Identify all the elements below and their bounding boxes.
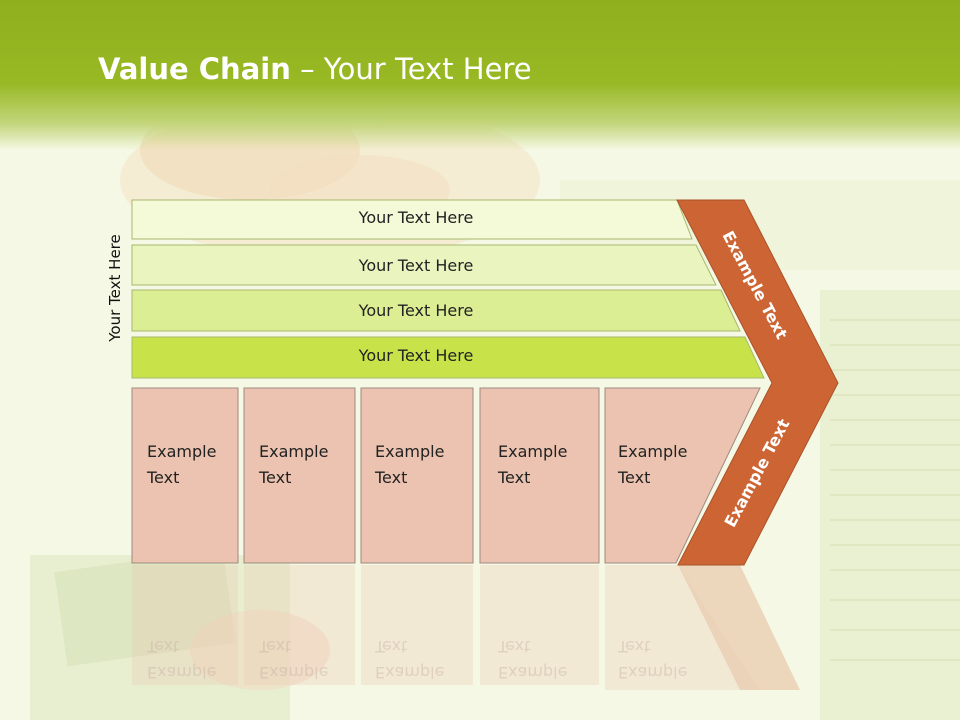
row-3-label: Your Text Here — [358, 301, 474, 320]
row-1-band — [131, 199, 693, 240]
slide-title: Value Chain – Your Text Here — [98, 52, 532, 86]
row-2-label: Your Text Here — [358, 256, 474, 275]
box-4-refl-line1: Example — [498, 663, 568, 682]
box-3-refl-line2: Text — [375, 637, 408, 656]
box-2-refl-line2: Text — [259, 637, 292, 656]
box-4-reflection: Example Text — [498, 633, 598, 685]
activity-box-1 — [131, 387, 239, 564]
box-2-reflection: Example Text — [259, 633, 359, 685]
box-4-refl-line2: Text — [498, 637, 531, 656]
box-5-reflection: Example Text — [618, 633, 718, 685]
box-1-line1: Example — [147, 442, 217, 461]
activity-box-5 — [604, 387, 761, 564]
box-4-line2: Text — [498, 468, 531, 487]
row-4-band — [131, 336, 765, 379]
activity-box-2 — [243, 387, 356, 564]
box-1-refl-line2: Text — [147, 637, 180, 656]
box-5-line2: Text — [618, 468, 651, 487]
title-bold: Value Chain — [98, 52, 291, 86]
box-1-line2: Text — [147, 468, 180, 487]
row-4-label: Your Text Here — [358, 346, 474, 365]
box-5-line1: Example — [618, 442, 688, 461]
margin-chevron — [676, 199, 839, 566]
box-1-refl-line1: Example — [147, 663, 217, 682]
box-2-refl-line1: Example — [259, 663, 329, 682]
row-1-label: Your Text Here — [358, 208, 474, 227]
boxes-reflection — [132, 565, 800, 690]
row-2-band — [131, 244, 717, 286]
box-4-line1: Example — [498, 442, 568, 461]
box-5-refl-line2: Text — [618, 637, 651, 656]
box-3-refl-line1: Example — [375, 663, 445, 682]
box-5-refl-line1: Example — [618, 663, 688, 682]
box-2-line2: Text — [259, 468, 292, 487]
box-3-reflection: Example Text — [375, 633, 475, 685]
activity-box-4 — [479, 387, 600, 564]
activity-box-3 — [360, 387, 474, 564]
title-rest: – Your Text Here — [290, 52, 532, 86]
box-3-line1: Example — [375, 442, 445, 461]
row-3-band — [131, 289, 741, 332]
box-2-line1: Example — [259, 442, 329, 461]
box-1-reflection: Example Text — [147, 633, 247, 685]
header-band — [0, 0, 960, 150]
box-3-line2: Text — [375, 468, 408, 487]
